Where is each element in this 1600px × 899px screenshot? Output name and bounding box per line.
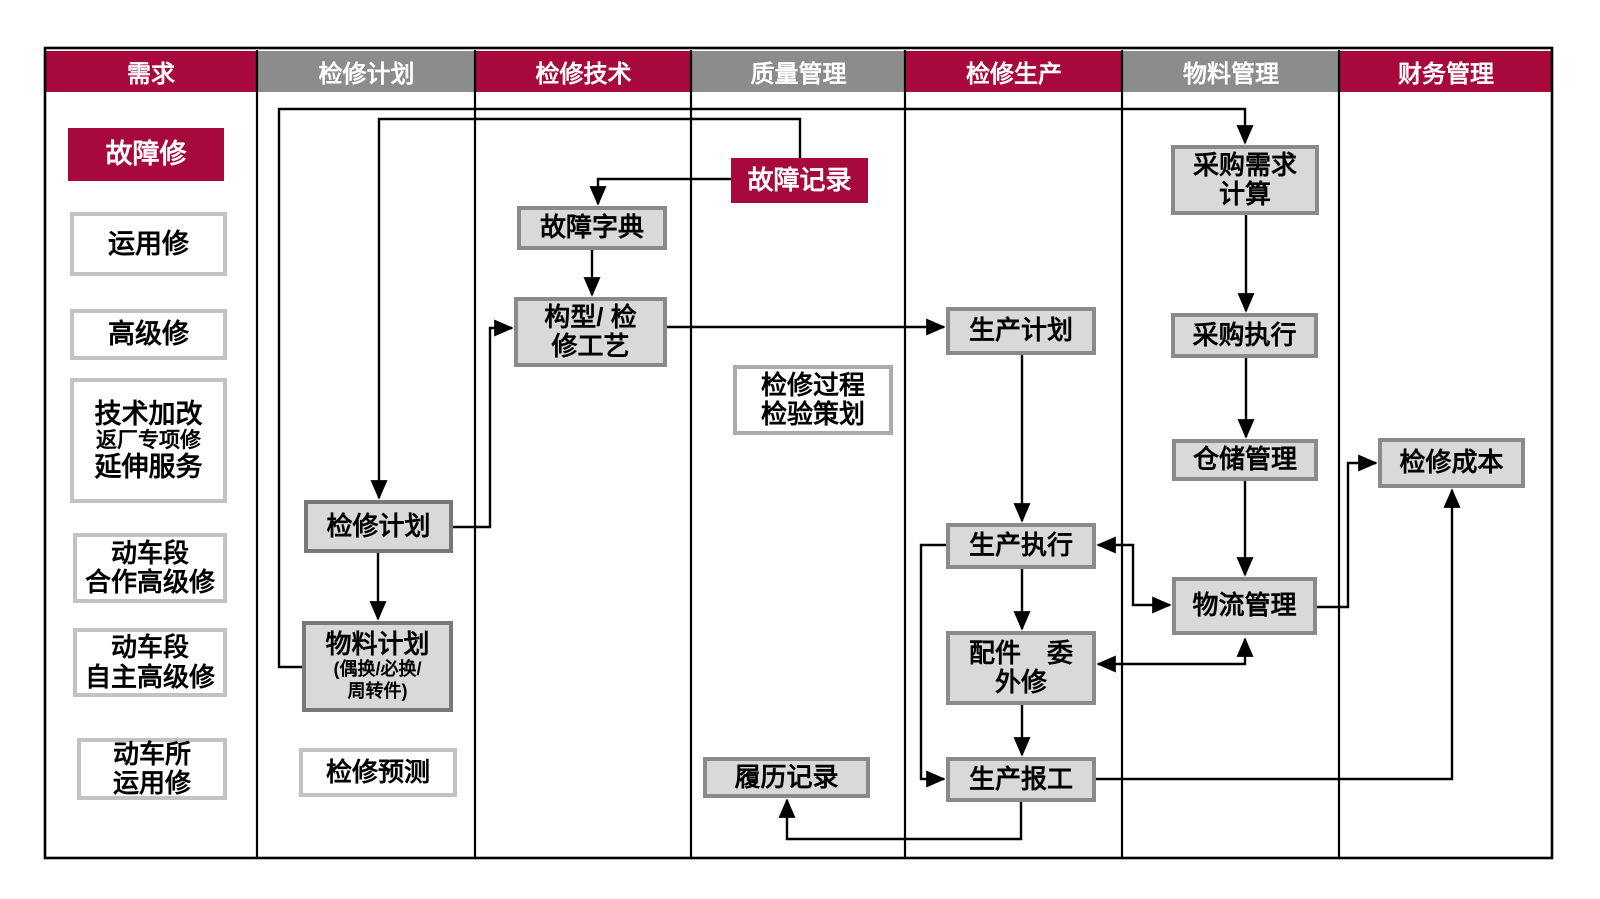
lane-header-label: 需求 <box>127 61 175 88</box>
node-label: 仓储管理 <box>1192 444 1297 475</box>
node-label: 检修成本 <box>1399 447 1504 478</box>
connector-production-exec-logistics-bidirectional <box>1096 536 1172 614</box>
node-label: 生产计划 <box>968 315 1073 346</box>
node-depot-coop-repair: 动车段 合作高级修 <box>73 533 227 603</box>
node-label: 技术加改 <box>94 398 203 429</box>
node-history-record: 履历记录 <box>703 757 870 798</box>
node-purchase-exec: 采购执行 <box>1171 313 1318 358</box>
lane-header-repair-tech: 检修技术 <box>476 51 691 92</box>
node-material-plan: 物料计划 (偶换/必换/ 周转件) <box>302 621 453 712</box>
node-depot-op-repair: 动车所 运用修 <box>77 738 227 800</box>
node-production-report: 生产报工 <box>946 757 1096 802</box>
node-label: 故障记录 <box>747 164 852 195</box>
lane-header-quality: 质量管理 <box>692 51 905 92</box>
node-label: 计算 <box>1218 179 1271 209</box>
lane-header-label: 检修生产 <box>966 61 1062 88</box>
lane-header-demand: 需求 <box>45 51 257 92</box>
lane-header-repair-plan: 检修计划 <box>258 51 475 92</box>
node-label: 物流管理 <box>1192 590 1297 621</box>
node-label: 外修 <box>994 667 1047 697</box>
lane-header-label: 检修技术 <box>535 61 632 88</box>
node-label: 动车段 <box>110 537 189 568</box>
node-fault-dictionary: 故障字典 <box>517 206 667 250</box>
node-tech-mod: 技术加改 返厂专项修 延伸服务 <box>70 378 227 503</box>
node-operation-repair: 运用修 <box>70 212 227 276</box>
lane-header-production: 检修生产 <box>906 51 1122 92</box>
node-warehouse-mgmt: 仓储管理 <box>1172 439 1318 481</box>
node-label: 物料计划 <box>325 629 430 660</box>
node-label: 故障修 <box>105 139 187 170</box>
node-label: 检修计划 <box>326 510 431 541</box>
node-label: 检验策划 <box>760 399 865 429</box>
node-purchase-requirement: 采购需求 计算 <box>1171 145 1319 215</box>
node-label: 运用修 <box>108 228 189 259</box>
node-label: 返厂专项修 <box>96 428 201 452</box>
node-label: 动车段 <box>110 632 189 663</box>
connector-logistics-to-repair-cost <box>1317 454 1378 609</box>
node-label: 合作高级修 <box>84 567 215 597</box>
node-label: 检修过程 <box>760 369 865 400</box>
node-fault-repair: 故障修 <box>68 128 224 181</box>
node-label: 检修预测 <box>325 756 430 787</box>
node-label: 延伸服务 <box>94 452 203 483</box>
node-sublabel: (偶换/必换/ 周转件) <box>333 659 422 702</box>
lane-header-label: 物料管理 <box>1183 61 1279 88</box>
node-repair-plan: 检修计划 <box>304 500 453 553</box>
node-repair-forecast: 检修预测 <box>299 748 457 797</box>
node-label: 配件 委 <box>968 637 1073 668</box>
lane-header-label: 财务管理 <box>1398 61 1494 88</box>
node-label: 构型/ 检 <box>544 301 637 332</box>
node-fault-record: 故障记录 <box>731 158 868 203</box>
node-label: 采购执行 <box>1192 319 1297 350</box>
lane-header-label: 检修计划 <box>318 61 415 88</box>
lane-header-material: 物料管理 <box>1123 51 1339 92</box>
node-label: 自主高级修 <box>84 661 215 692</box>
node-inspection-planning: 检修过程 检验策划 <box>733 365 893 435</box>
node-label: 故障字典 <box>539 212 644 243</box>
connector-production-report-to-history-record <box>778 798 1023 841</box>
connector-parts-outsource-logistics-bidirectional <box>1096 637 1254 673</box>
connector-production-exec-to-production-report <box>919 543 946 788</box>
node-label: 生产报工 <box>968 763 1073 794</box>
node-label: 动车所 <box>112 738 191 769</box>
node-label: 采购需求 <box>1192 149 1297 180</box>
node-label: 履历记录 <box>734 761 839 792</box>
node-production-plan: 生产计划 <box>946 307 1096 355</box>
node-parts-outsource-repair: 配件 委 外修 <box>946 631 1096 705</box>
node-label: 高级修 <box>108 319 189 350</box>
node-label: 生产执行 <box>968 530 1073 561</box>
connector-repair-plan-to-config-process <box>453 319 514 529</box>
connector-fault-record-to-fault-dictionary <box>589 177 731 206</box>
node-config-process: 构型/ 检 修工艺 <box>514 297 667 367</box>
node-label: 修工艺 <box>551 331 630 361</box>
lane-header-finance: 财务管理 <box>1340 51 1552 92</box>
node-production-exec: 生产执行 <box>946 523 1096 569</box>
node-advanced-repair: 高级修 <box>70 309 227 360</box>
node-repair-cost: 检修成本 <box>1378 438 1525 488</box>
lane-header-label: 质量管理 <box>750 61 847 88</box>
node-depot-self-repair: 动车段 自主高级修 <box>73 628 227 697</box>
node-label: 运用修 <box>112 768 191 798</box>
node-logistics-mgmt: 物流管理 <box>1172 577 1317 635</box>
